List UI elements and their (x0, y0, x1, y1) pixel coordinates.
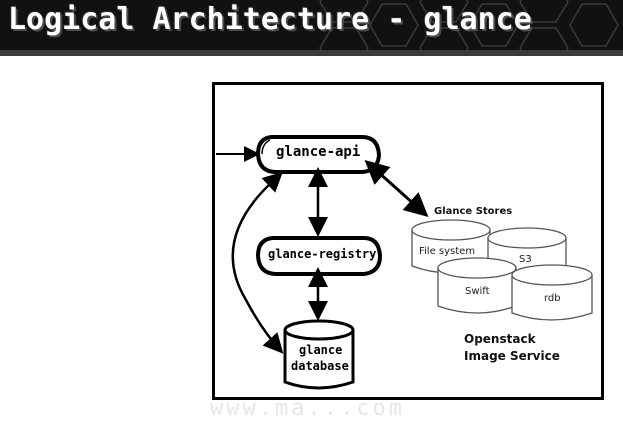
glance-database-node (283, 319, 355, 390)
service-label-line2: Image Service (464, 349, 560, 363)
s3-label: S3 (519, 254, 532, 265)
watermark-text: www.ma...com (210, 396, 405, 421)
glance-stores-title: Glance Stores (434, 206, 513, 217)
hexagon-pattern-decoration (319, 0, 619, 50)
swift-label: Swift (465, 286, 490, 297)
glance-registry-label: glance-registry (268, 247, 377, 261)
store-rdb (511, 264, 593, 321)
glance-database-label-line1: glance (299, 343, 343, 357)
slide-title: Logical Architecture - glance (8, 2, 532, 37)
glance-database-label-line2: database (291, 359, 349, 373)
slide-header: Logical Architecture - glance (0, 0, 623, 50)
architecture-diagram (216, 135, 593, 390)
store-swift (437, 257, 517, 314)
service-label-line1: Openstack (464, 332, 536, 346)
api-database-arrow (231, 171, 284, 354)
api-stores-arrow (364, 160, 429, 217)
glance-api-label: glance-api (276, 144, 361, 160)
glance-api-node (255, 135, 382, 174)
header-underline (0, 50, 623, 56)
glance-registry-node (255, 236, 383, 276)
rdb-label: rdb (544, 293, 561, 304)
file-system-label: File system (419, 246, 476, 257)
